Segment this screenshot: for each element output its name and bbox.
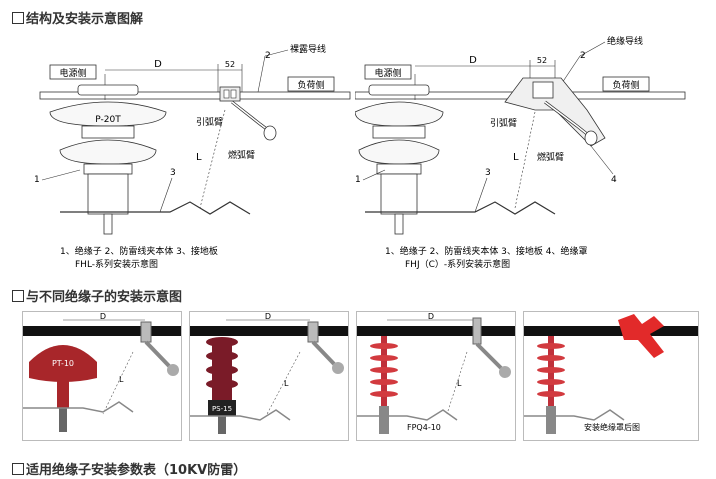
fhj-legend: 1、绝缘子 2、防雷线夹本体 3、接地板 4、绝缘罩 <box>385 245 588 257</box>
callout-3: 3 <box>170 168 176 178</box>
callout-4: 4 <box>611 175 617 185</box>
arc-lead-label: 引弧臂 <box>196 116 223 128</box>
insulator-model-label: PT-10 <box>52 359 74 368</box>
dim-l-label: L <box>196 152 202 163</box>
dim-l-label: L <box>284 379 289 388</box>
dim-d-label: D <box>154 59 162 70</box>
section-title: 适用绝缘子安装参数表（10KV防雷） <box>26 463 247 478</box>
checkbox-icon <box>12 12 24 24</box>
dim-52-label: 52 <box>225 60 235 69</box>
load-side-label: 负荷侧 <box>297 79 324 91</box>
section-title: 与不同绝缘子的安装示意图 <box>26 290 183 305</box>
cover-caption: 安装绝缘罩后图 <box>584 422 640 432</box>
callout-3: 3 <box>485 168 491 178</box>
fhl-diagram: 电源侧 负荷侧 D 52 裸露导线 2 引弧臂 燃弧臂 L P-20T 1 3 … <box>34 43 351 270</box>
dim-d-label: D <box>469 55 477 66</box>
insulator-model-label: FPQ4-10 <box>407 423 441 432</box>
arc-burn-label: 燃弧臂 <box>537 151 564 163</box>
photo-fpq410: D L FPQ4-10 <box>356 311 516 441</box>
photo-ps15: D L PS-15 <box>189 311 349 441</box>
fhj-caption: FHJ（C）-系列安装示意图 <box>405 258 510 270</box>
checkbox-icon <box>12 290 24 302</box>
dim-l-label: L <box>513 152 519 163</box>
arc-lead-label: 引弧臂 <box>490 117 517 129</box>
section-heading-params: 适用绝缘子安装参数表（10KV防雷） <box>12 459 246 478</box>
checkbox-icon <box>12 463 24 475</box>
section-heading-insulators: 与不同绝缘子的安装示意图 <box>12 286 182 305</box>
dim-d-label: D <box>100 312 106 321</box>
callout-1: 1 <box>34 175 40 185</box>
callout-2: 2 <box>580 51 586 61</box>
dim-52-label: 52 <box>537 56 547 65</box>
section-title: 结构及安装示意图解 <box>26 12 144 27</box>
dim-d-label: D <box>265 312 271 321</box>
callout-2: 2 <box>265 51 271 61</box>
load-side-label: 负荷侧 <box>612 79 639 91</box>
dim-l-label: L <box>457 379 462 388</box>
fhj-diagram: 电源侧 负荷侧 D 52 绝缘导线 2 引弧臂 燃弧臂 4 L 1 3 1、绝缘… <box>355 35 686 270</box>
callout-1: 1 <box>355 175 361 185</box>
dim-l-label: L <box>119 375 124 384</box>
dim-d-label: D <box>428 312 434 321</box>
photo-pt10: D L PT-10 <box>22 311 182 441</box>
fhl-caption: FHL-系列安装示意图 <box>75 258 158 270</box>
insulated-wire-label: 绝缘导线 <box>607 35 643 47</box>
insulator-model-label: P-20T <box>95 115 121 125</box>
photo-cover: 安装绝缘罩后图 <box>523 311 699 441</box>
fhl-legend: 1、绝缘子 2、防雷线夹本体 3、接地板 <box>60 245 218 257</box>
insulator-model-label: PS-15 <box>212 405 232 413</box>
bare-wire-label: 裸露导线 <box>290 43 326 55</box>
section-heading-structure: 结构及安装示意图解 <box>12 8 143 27</box>
arc-burn-label: 燃弧臂 <box>228 149 255 161</box>
source-side-label: 电源侧 <box>59 67 86 79</box>
source-side-label: 电源侧 <box>374 67 401 79</box>
